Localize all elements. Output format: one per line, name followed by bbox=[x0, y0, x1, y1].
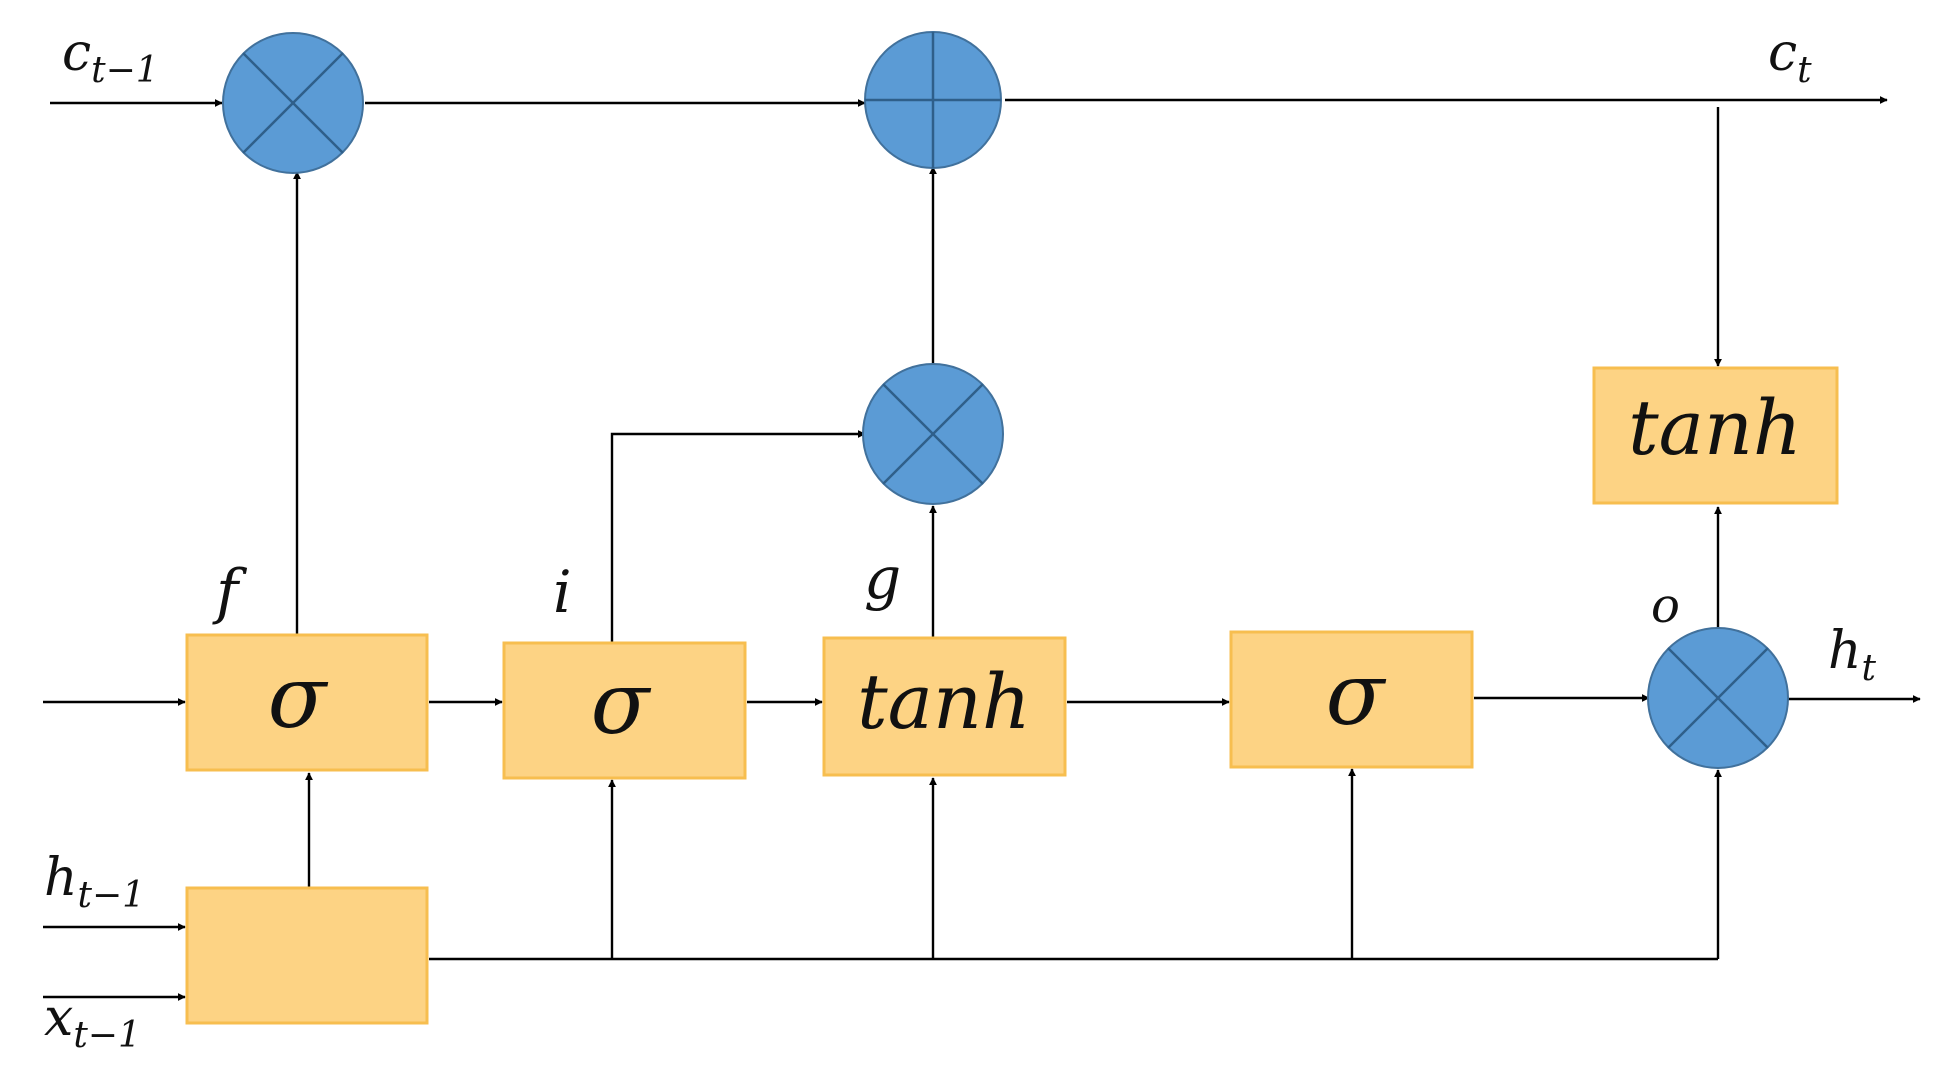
label-h-t-base: h bbox=[1828, 621, 1862, 681]
label-c-t-sub: t bbox=[1797, 50, 1812, 91]
output-gate-label: σ bbox=[1326, 645, 1387, 745]
label-x-prev-sub: t−1 bbox=[73, 1015, 141, 1056]
wire-i-to-mult bbox=[610, 430, 866, 642]
label-c-prev: ct−1 bbox=[62, 23, 159, 91]
candidate-label: tanh bbox=[857, 657, 1031, 746]
label-h-t: ht bbox=[1828, 621, 1877, 689]
node-input-multiply bbox=[862, 363, 1004, 505]
gate-label-o: o bbox=[1651, 578, 1680, 634]
input-gate-label: σ bbox=[591, 654, 652, 754]
label-c-prev-base: c bbox=[62, 23, 91, 83]
label-x-prev: xt−1 bbox=[44, 988, 141, 1056]
node-output-multiply bbox=[1647, 627, 1789, 769]
gate-label-g: g bbox=[864, 544, 901, 612]
cell-tanh-label: tanh bbox=[1628, 383, 1802, 472]
label-h-prev-base: h bbox=[44, 848, 78, 908]
candidate-block: tanh bbox=[822, 636, 1067, 777]
gate-label-i: i bbox=[553, 558, 572, 626]
label-c-prev-sub: t−1 bbox=[91, 50, 159, 91]
input-gate-block: σ bbox=[502, 641, 747, 780]
label-h-prev-sub: t−1 bbox=[78, 875, 146, 916]
concat-block bbox=[185, 886, 429, 1025]
forget-gate-label: σ bbox=[268, 648, 329, 748]
connections bbox=[43, 96, 1921, 1001]
forget-gate-block: σ bbox=[185, 633, 429, 772]
label-x-prev-base: x bbox=[44, 988, 73, 1048]
node-forget-multiply bbox=[222, 32, 364, 174]
cell-tanh-block: tanh bbox=[1592, 366, 1839, 505]
label-h-prev: ht−1 bbox=[44, 848, 145, 916]
label-c-t: ct bbox=[1768, 23, 1812, 91]
label-h-t-sub: t bbox=[1862, 648, 1877, 689]
label-c-t-base: c bbox=[1768, 23, 1797, 83]
gate-label-f: f bbox=[212, 557, 248, 627]
output-gate-block: σ bbox=[1229, 630, 1474, 769]
node-cell-add bbox=[864, 31, 1002, 169]
